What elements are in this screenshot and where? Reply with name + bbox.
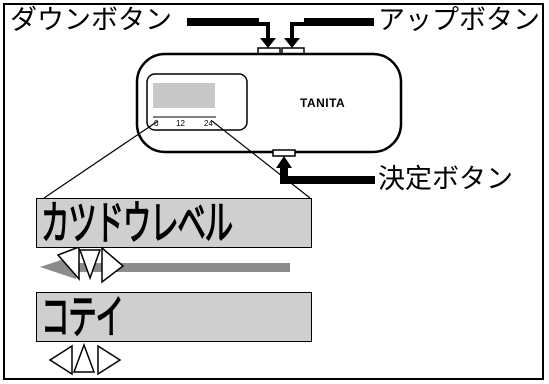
up-button-pointer-bar bbox=[304, 18, 374, 26]
lcd-text: コテイ bbox=[41, 292, 124, 342]
down-arrow-icon bbox=[259, 22, 276, 48]
diagram-frame bbox=[3, 3, 544, 380]
blink-left-icon bbox=[48, 344, 73, 376]
confirm-button[interactable] bbox=[272, 149, 296, 157]
scroll-bar bbox=[70, 263, 290, 272]
blink-left-icon bbox=[56, 245, 80, 281]
up-arrow-icon bbox=[284, 22, 304, 48]
blink-indicator-bottom bbox=[48, 342, 122, 376]
blink-indicator-top bbox=[56, 245, 125, 284]
scale-tick: 0 bbox=[154, 119, 159, 128]
lcd-text: カツドウレベル bbox=[41, 198, 233, 248]
lcd-display-fixed: コテイ bbox=[36, 292, 312, 342]
lcd-display-activity-level: カツドウレベル bbox=[36, 198, 312, 248]
blink-right-icon bbox=[97, 344, 122, 376]
blink-right-icon bbox=[101, 246, 125, 284]
up-button-label: アップボタン bbox=[378, 5, 540, 36]
device-screen bbox=[153, 83, 215, 108]
down-button-pointer-bar bbox=[187, 18, 259, 26]
down-button-label: ダウンボタン bbox=[10, 5, 172, 36]
projection-line-right bbox=[211, 120, 311, 199]
scale-tick: 12 bbox=[176, 119, 185, 128]
projection-line-left bbox=[43, 120, 159, 199]
blink-down-icon bbox=[78, 249, 102, 281]
scale-tick: 24 bbox=[204, 119, 213, 128]
confirm-button-label: 決定ボタン bbox=[378, 164, 513, 195]
blink-up-icon bbox=[72, 342, 96, 373]
brand-logo: TANITA bbox=[300, 96, 346, 110]
confirm-arrow-icon bbox=[276, 156, 375, 184]
